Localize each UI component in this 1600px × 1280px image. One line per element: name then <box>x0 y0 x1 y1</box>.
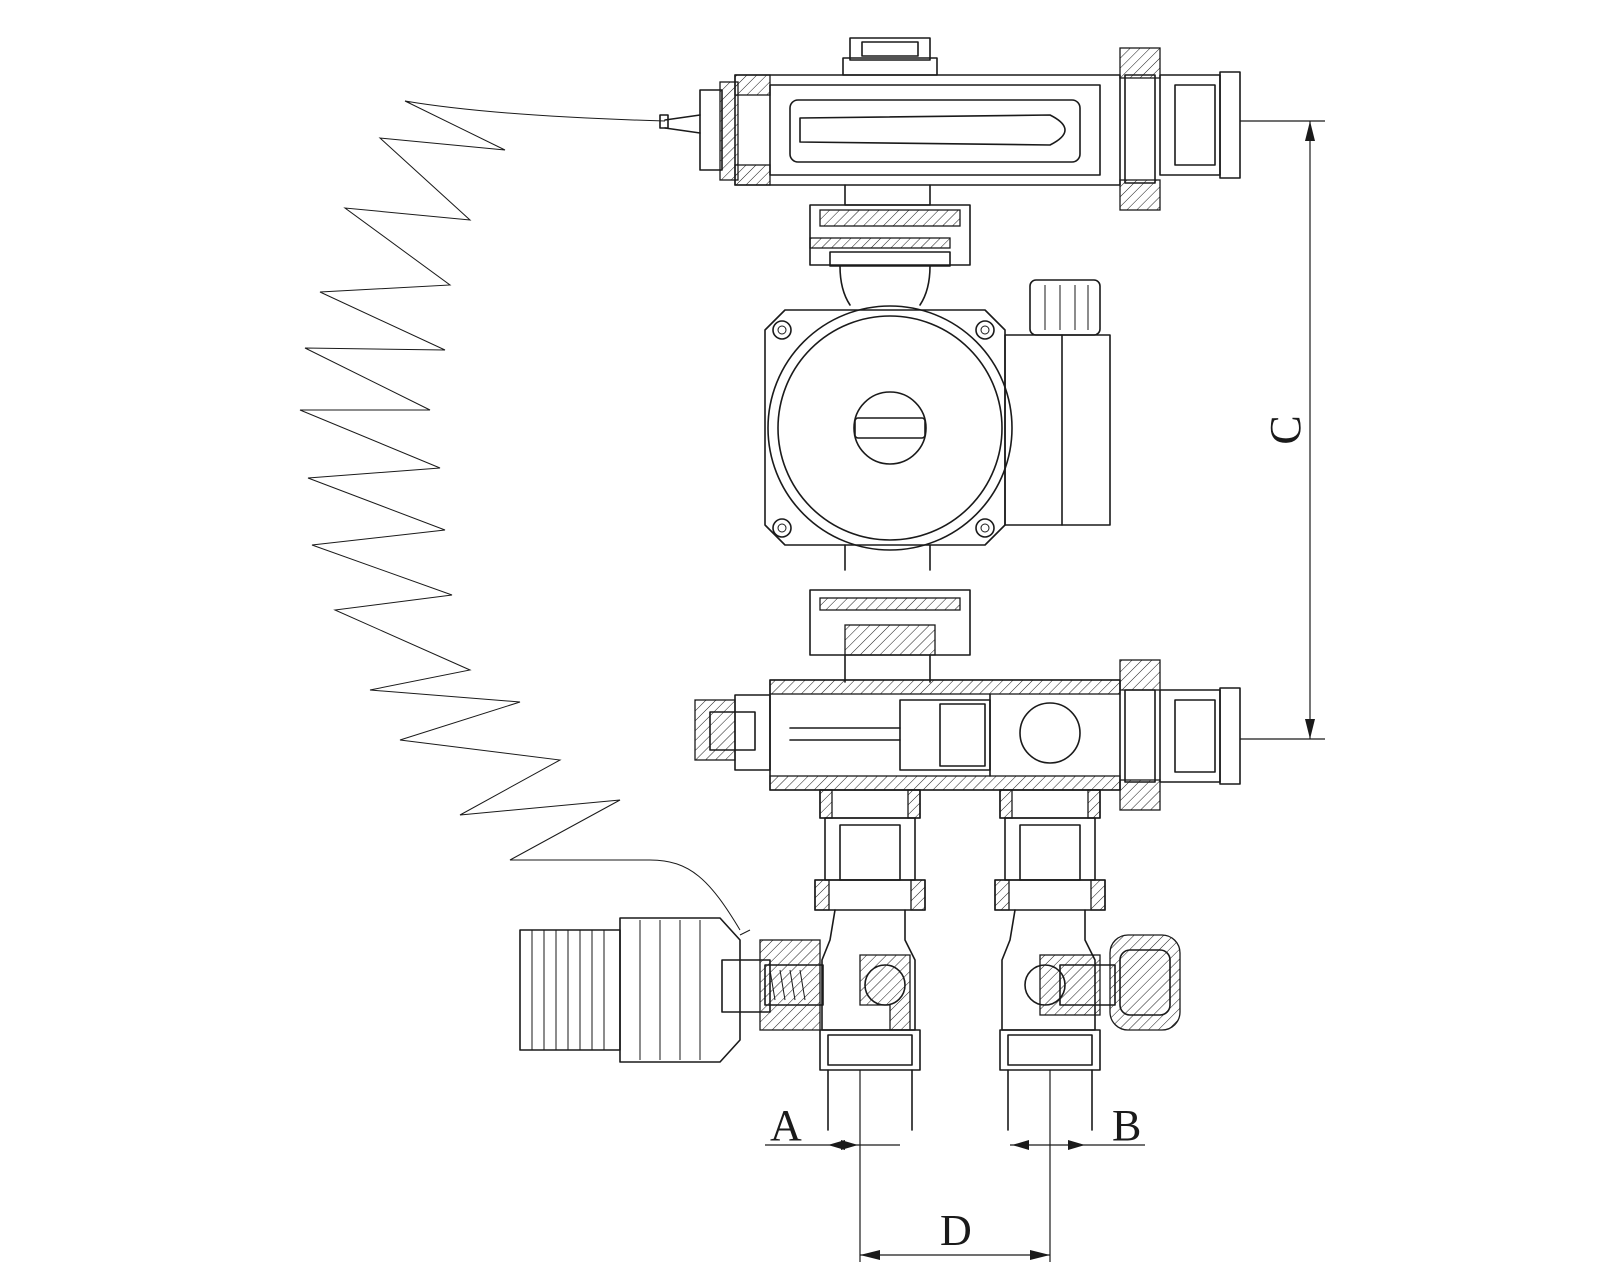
upper-pump-union <box>809 184 971 306</box>
capillary-coil <box>299 100 741 931</box>
dimension-label-a: A <box>770 1101 802 1150</box>
right-outlet-valve <box>994 789 1181 1131</box>
circulation-pump <box>764 279 1111 551</box>
top-sensor-manifold <box>659 37 1241 211</box>
dimension-label-d: D <box>940 1206 972 1255</box>
dimension-d <box>859 1070 1051 1262</box>
dimension-label-b: B <box>1112 1101 1141 1150</box>
lower-pump-union <box>809 544 971 683</box>
dimension-label-c: C <box>1261 415 1310 444</box>
dimension-a <box>765 1140 900 1150</box>
left-outlet-valve <box>519 789 926 1131</box>
dimension-c <box>1240 120 1325 740</box>
dimension-b <box>1010 1140 1145 1150</box>
lower-mixing-manifold <box>694 659 1241 811</box>
